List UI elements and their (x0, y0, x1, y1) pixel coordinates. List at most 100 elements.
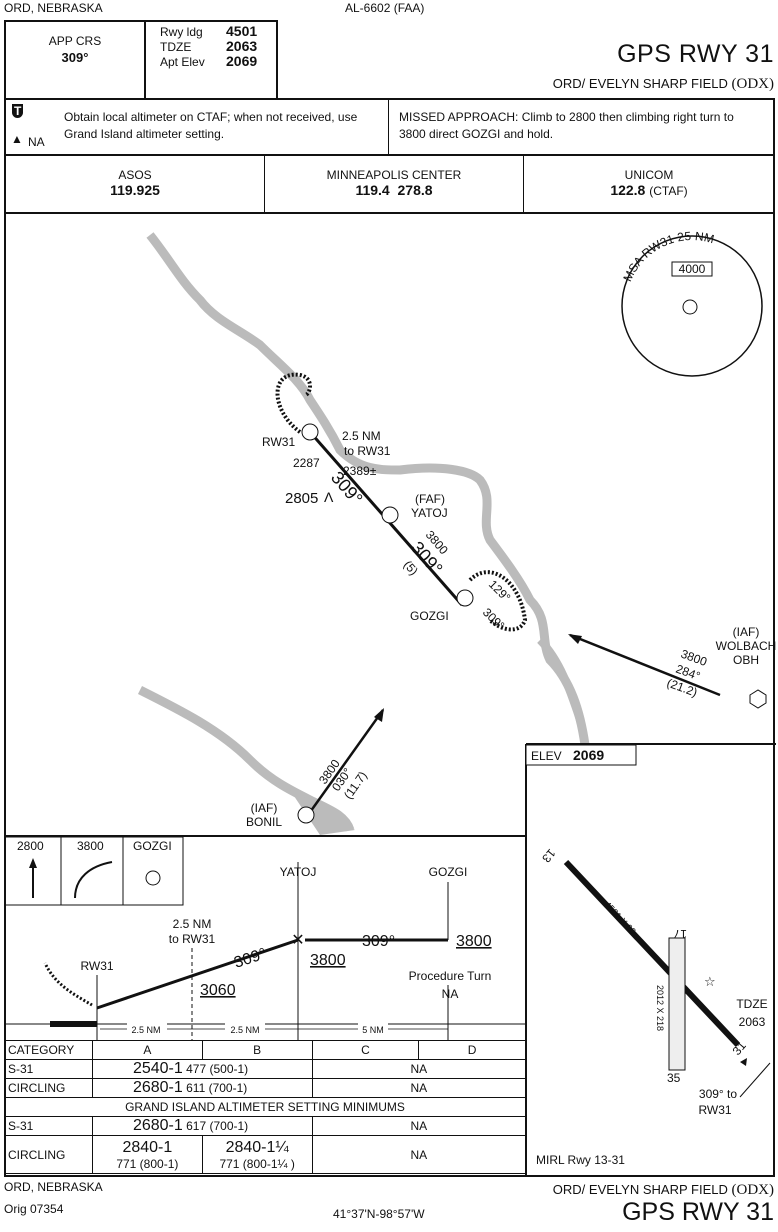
mda: 2540-1 (132, 1060, 183, 1077)
segment-dist-2: 2.5 NM (230, 1025, 259, 1035)
obstacle-2287: 2287 (293, 456, 320, 470)
rwy17-label: 17 (673, 927, 687, 941)
comm-name: UNICOM (624, 168, 674, 182)
profile-crs-1: 309° (232, 945, 269, 971)
tdze-label: TDZE (736, 997, 767, 1011)
ma-icon-3800: 3800 (77, 839, 104, 853)
comm-freq: 119.4 278.8 (355, 182, 433, 198)
arrowhead (374, 708, 384, 722)
footer-airport-name: ORD/ EVELYN SHARP FIELD (552, 1182, 728, 1197)
turf-runway-17-35 (668, 937, 686, 1071)
comm-freq: 122.8 (610, 182, 646, 198)
msa-circle (621, 235, 763, 377)
comm-asos: ASOS 119.925 (6, 168, 264, 198)
app-crs-label: APP CRS (48, 34, 102, 48)
apt-elev-value: 2069 (226, 53, 258, 69)
elev-label: ELEV (531, 749, 562, 763)
procedure-title: GPS RWY 31 (617, 40, 774, 68)
runway-info-values: 4501 2063 2069 (226, 24, 257, 69)
rwy13-label: 13 (539, 846, 559, 865)
profile-alt-3800-b: 3800 (456, 933, 492, 950)
footer-coords: 41°37'N-98°57'W (333, 1207, 425, 1221)
yatoj-label: YATOJ (411, 506, 448, 520)
elev-box (525, 744, 637, 766)
final-course-arrow (739, 1062, 771, 1098)
gozgi-label: GOZGI (410, 609, 449, 623)
divider (523, 156, 524, 212)
holding-pattern (468, 570, 528, 632)
alternate-minimums-icon: ▲ (11, 132, 23, 146)
comm-name: ASOS (118, 168, 152, 182)
comm-name: MINNEAPOLIS CENTER (326, 168, 462, 182)
altimeter-note-line2: Grand Island altimeter setting. (64, 127, 225, 141)
alternate-na: NA (28, 135, 45, 149)
beacon-icon: ☆ (704, 974, 716, 989)
profile-gozgi: GOZGI (429, 865, 468, 879)
cd-value: NA (311, 1078, 527, 1098)
segment-dist-3: 5 NM (362, 1025, 384, 1035)
table-row: S-31 2540-1 477 (500-1) NA (4, 1059, 527, 1079)
airport-name-text: ORD/ EVELYN SHARP FIELD (552, 76, 728, 91)
pt-label: Procedure Turn (409, 969, 492, 983)
divider (264, 156, 265, 212)
comm-extra: (CTAF) (649, 184, 688, 198)
hat: 617 (700-1) (186, 1119, 249, 1133)
lighting-note: MIRL Rwy 13-31 (536, 1153, 625, 1167)
ma-icon-box (122, 836, 184, 906)
header-d: D (418, 1040, 526, 1060)
right-turn-icon (74, 861, 113, 899)
hat: 477 (500-1) (186, 1062, 249, 1076)
header-a: A (91, 1040, 203, 1060)
dist-label-1: 2.5 NM (342, 429, 381, 443)
hat: 611 (700-1) (186, 1081, 248, 1095)
hat-a: 771 (800-1) (116, 1156, 179, 1171)
mda-a: 2840-1 (122, 1138, 173, 1156)
msa-alt: 4000 (679, 262, 706, 276)
tdze-label: TDZE (160, 40, 192, 54)
hold-inbound: 129° (486, 577, 514, 605)
segment-dist-1: 2.5 NM (131, 1025, 160, 1035)
airport-name: ORD/ EVELYN SHARP FIELD (ODX) (553, 76, 774, 93)
divider (388, 100, 389, 154)
river (137, 685, 355, 832)
turf-dims: 2012 X 218 (655, 985, 665, 1031)
section-label: GRAND ISLAND ALTIMETER SETTING MINIMUMS (4, 1097, 526, 1117)
comms-box: ASOS 119.925 MINNEAPOLIS CENTER 119.4 27… (4, 154, 775, 214)
takeoff-minimums-icon: T (12, 104, 24, 118)
descent-path (96, 938, 299, 1010)
faf-label: (FAF) (415, 492, 445, 506)
pt-na: NA (442, 987, 459, 1001)
dist-label-2: to RW31 (344, 444, 391, 458)
header-c: C (311, 1040, 420, 1060)
gozgi-fix-icon (145, 870, 161, 886)
row-label: CIRCLING (4, 1135, 93, 1174)
row-label: S-31 (4, 1059, 93, 1079)
mda: 2680-1 (132, 1079, 183, 1096)
runway-info-labels: Rwy ldg TDZE Apt Elev (160, 25, 205, 70)
altimeter-note-line1: Obtain local altimeter on CTAF; when not… (64, 110, 358, 124)
wolbach-feeder-line (569, 633, 721, 697)
bonil-iaf: (IAF) (251, 801, 278, 815)
missed-approach-path (43, 962, 93, 1007)
plan-view-frame (4, 212, 775, 1177)
row-label: CIRCLING (4, 1078, 93, 1098)
table-row: CIRCLING 2680-1 611 (700-1) NA (4, 1078, 527, 1098)
hat-b: 771 (800-1¼ ) (219, 1156, 295, 1171)
apt-elev-label: Apt Elev (160, 55, 205, 69)
footer-title: GPS RWY 31 (622, 1198, 774, 1226)
rwy-ldg-value: 4501 (226, 23, 258, 39)
location-header: ORD, NEBRASKA (4, 1, 103, 15)
missed-approach-line1: MISSED APPROACH: Climb to 2800 then clim… (399, 110, 734, 124)
arrowhead (29, 858, 37, 868)
tdze-value: 2063 (739, 1015, 766, 1029)
header-category: CATEGORY (4, 1040, 93, 1060)
elev-value: 2069 (573, 747, 604, 763)
footer-amendment: Orig 07354 (4, 1202, 64, 1216)
yatoj-fix-icon (381, 506, 399, 524)
runway-13-31 (563, 859, 741, 1048)
missed-approach-line2: 3800 direct GOZGI and hold. (399, 127, 554, 141)
comm-unicom: UNICOM 122.8 (CTAF) (524, 168, 774, 198)
rw31-waypoint-icon (301, 423, 319, 441)
